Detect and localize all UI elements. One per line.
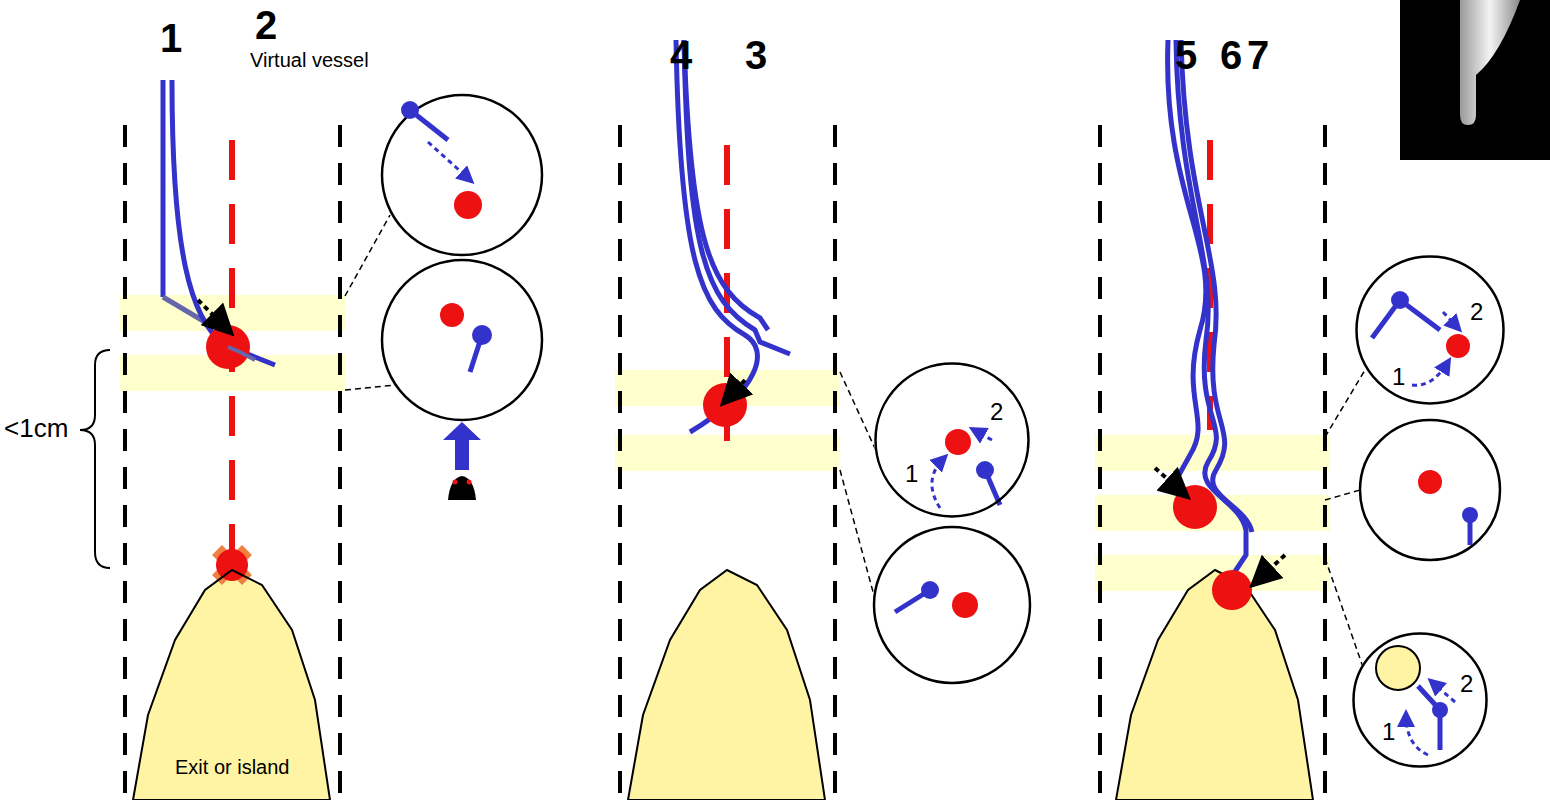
callout-number: 6 (1220, 35, 1242, 75)
zoom-circle-path (1357, 257, 1504, 404)
vessel-label: Virtual vessel (250, 50, 369, 70)
callout-number: 1 (160, 18, 182, 58)
zoom-circle-outline (1352, 632, 1488, 768)
callout-number: 4 (670, 35, 692, 75)
zoom-circle-outline (1355, 255, 1505, 405)
step-number: 2 (1460, 672, 1473, 696)
step-number: 1 (1392, 365, 1405, 389)
region-label: Exit or island (175, 757, 290, 777)
zoom-circle: 21 (874, 362, 1030, 518)
zoom-circle-outline (874, 362, 1030, 518)
zoom-circle-path (876, 364, 1029, 517)
exit-island-shape-path (133, 570, 330, 800)
callout-number: 2 (255, 5, 277, 45)
exit-island-shape: Exit or island (130, 565, 335, 800)
step-number: 1 (905, 462, 918, 486)
step-number: 1 (1382, 720, 1395, 744)
zoom-circle-path (1354, 634, 1487, 767)
callout-number: 7 (1247, 35, 1269, 75)
callout-number: 5 (1175, 35, 1197, 75)
zoom-circle: 21 (1355, 255, 1505, 405)
step-number: 2 (1470, 300, 1483, 324)
dimension-label: <1cm (4, 415, 68, 441)
step-number: 2 (990, 400, 1003, 424)
zoom-circle: 21 (1352, 632, 1488, 768)
callout-number: 3 (745, 35, 767, 75)
